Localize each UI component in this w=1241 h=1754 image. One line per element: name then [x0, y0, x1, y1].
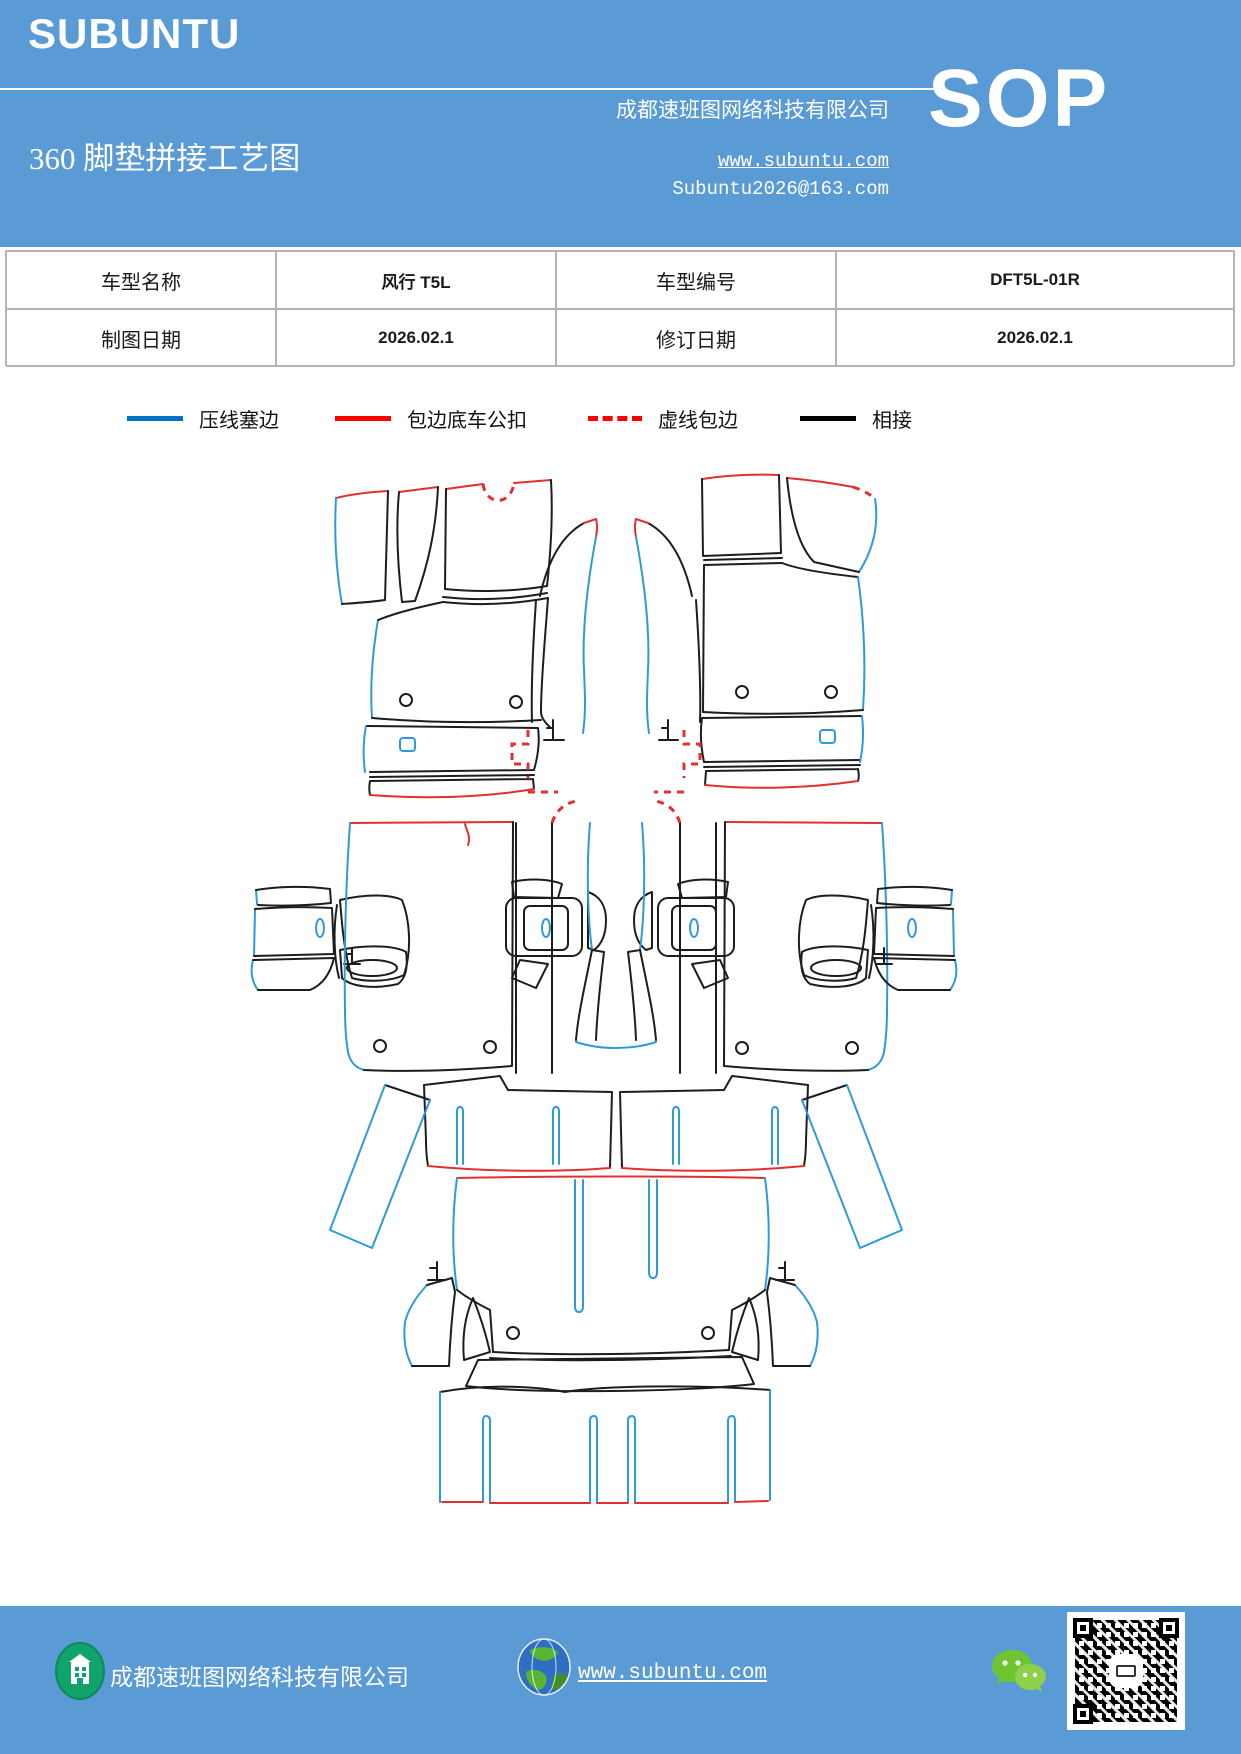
sop-badge: SOP: [928, 53, 1111, 144]
table-value-model-code: DFT5L-01R: [836, 251, 1234, 309]
legend-swatch-red-solid: [335, 415, 391, 421]
table-value-model-name: 风行 T5L: [276, 251, 556, 309]
table-value-revise-date: 2026.02.1: [836, 309, 1234, 367]
wechat-icon: [992, 1650, 1046, 1692]
legend-swatch-red-dashed: [588, 415, 642, 421]
legend-label: 压线塞边: [199, 409, 279, 432]
globe-icon: [517, 1638, 571, 1696]
brand-logo: SUBUNTU: [28, 10, 241, 57]
second-row-mats-group: [250, 799, 958, 1249]
table-label-revise-date: 修订日期: [556, 309, 836, 367]
registration-mark: [343, 947, 361, 965]
header-email: Subuntu2026@163.com: [672, 178, 889, 200]
table-label-model-name: 车型名称: [6, 251, 276, 309]
table-label-draw-date: 制图日期: [6, 309, 276, 367]
page-title: 360 脚垫拼接工艺图: [29, 141, 301, 176]
qr-finder-bottom-left: [1073, 1704, 1093, 1724]
registration-mark: [875, 947, 893, 965]
trunk-mat-group: [403, 1175, 819, 1504]
table-value-draw-date: 2026.02.1: [276, 309, 556, 367]
vehicle-info-table: 车型名称 风行 T5L 车型编号 DFT5L-01R 制图日期 2026.02.…: [5, 250, 1235, 367]
header-website-link[interactable]: www.subuntu.com: [717, 150, 889, 172]
qr-finder-top-left: [1073, 1618, 1093, 1638]
legend-item-dashed-binding: 虚线包边: [588, 404, 738, 432]
header-company-name: 成都速班图网络科技有限公司: [616, 98, 889, 122]
legend-label: 相接: [872, 409, 912, 432]
wechat-qr-code: [1067, 1612, 1185, 1730]
table-label-model-code: 车型编号: [556, 251, 836, 309]
building-badge-icon: [55, 1642, 105, 1700]
header: SUBUNTU 360 脚垫拼接工艺图 成都速班图网络科技有限公司 www.su…: [0, 0, 1241, 247]
legend-item-press-line: 压线塞边: [127, 404, 279, 432]
registration-mark: [543, 719, 565, 741]
legend-swatch-blue-solid: [127, 415, 183, 421]
footer-website-link[interactable]: www.subuntu.com: [578, 1662, 768, 1685]
footer: 成都速班图网络科技有限公司 www.subuntu.com: [0, 1606, 1241, 1754]
legend-item-joint: 相接: [800, 404, 912, 432]
legend-item-edge-male-buckle: 包边底车公扣: [335, 404, 527, 432]
legend-label: 包边底车公扣: [407, 409, 527, 432]
front-mats-group: [334, 473, 878, 799]
legend-label: 虚线包边: [658, 409, 738, 432]
header-divider: [0, 88, 936, 90]
registration-mark: [658, 719, 679, 741]
footer-company-name: 成都速班图网络科技有限公司: [110, 1665, 409, 1690]
registration-mark: [775, 1261, 795, 1281]
legend-swatch-black-solid: [800, 415, 856, 421]
registration-mark: [427, 1261, 447, 1281]
qr-finder-top-right: [1159, 1618, 1179, 1638]
qr-center-logo: [1111, 1656, 1141, 1686]
